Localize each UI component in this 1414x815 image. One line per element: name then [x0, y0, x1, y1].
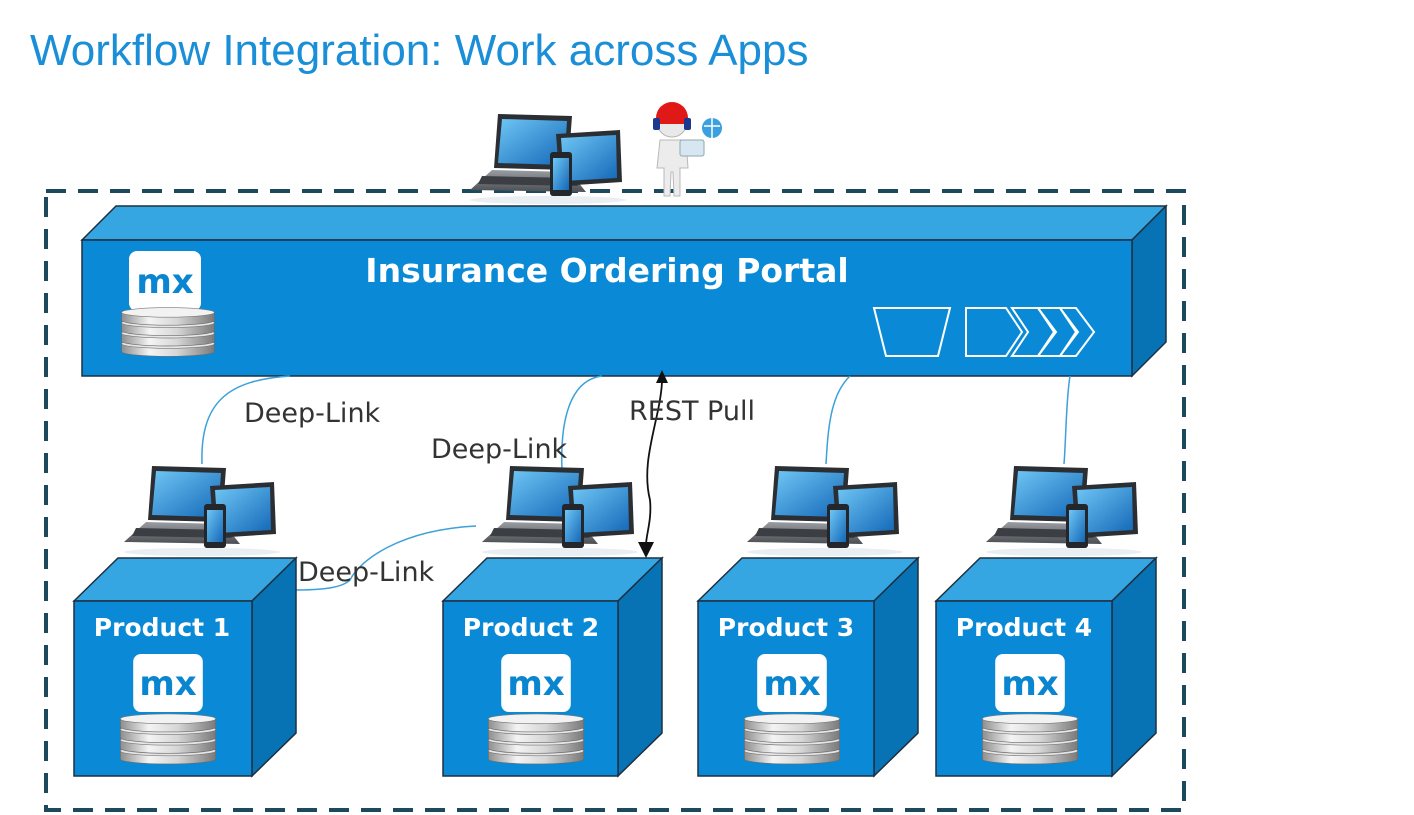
rest-pull-label: REST Pull	[629, 396, 755, 427]
database-icon	[487, 713, 585, 765]
deep-link-label-3: Deep-Link	[298, 557, 435, 588]
devices-icon	[747, 466, 903, 556]
product-logo-text-2: mx	[507, 664, 564, 704]
product-box-1	[72, 556, 298, 778]
process-chevrons-icon	[872, 307, 1096, 357]
deep-link-line-product2	[561, 375, 603, 471]
deep-link-line-product1	[201, 375, 291, 465]
portal-box	[80, 204, 1168, 378]
deep-link-label-1: Deep-Link	[244, 398, 381, 429]
support-person-icon	[653, 102, 722, 197]
page-title: Workflow Integration: Work across Apps	[30, 26, 809, 75]
product-box-2	[441, 556, 664, 778]
product-logo-text-1: mx	[139, 664, 196, 704]
product-title-4: Product 4	[956, 613, 1092, 642]
deep-link-line-p1-p2	[291, 525, 477, 591]
database-icon	[981, 713, 1079, 765]
portal-logo-text: mx	[136, 262, 193, 302]
system-boundary	[44, 189, 1186, 812]
product-box-4	[934, 556, 1158, 778]
database-icon	[743, 713, 841, 765]
devices-icon	[482, 466, 638, 556]
link-line-product3	[825, 375, 851, 465]
product-title-1: Product 1	[94, 613, 230, 642]
product-logo-text-4: mx	[1001, 664, 1058, 704]
product-logo-text-3: mx	[763, 664, 820, 704]
devices-icon	[986, 466, 1142, 556]
link-line-product4	[1063, 375, 1071, 465]
connection-lines	[201, 375, 1071, 591]
rest-pull-arrow	[638, 370, 668, 558]
deep-link-label-2: Deep-Link	[431, 434, 568, 465]
portal-title: Insurance Ordering Portal	[365, 251, 848, 290]
devices-icon	[124, 466, 280, 556]
database-icon	[119, 713, 217, 765]
database-icon	[121, 307, 215, 357]
product-title-2: Product 2	[463, 613, 599, 642]
product-title-3: Product 3	[718, 613, 854, 642]
product-box-3	[696, 556, 920, 778]
